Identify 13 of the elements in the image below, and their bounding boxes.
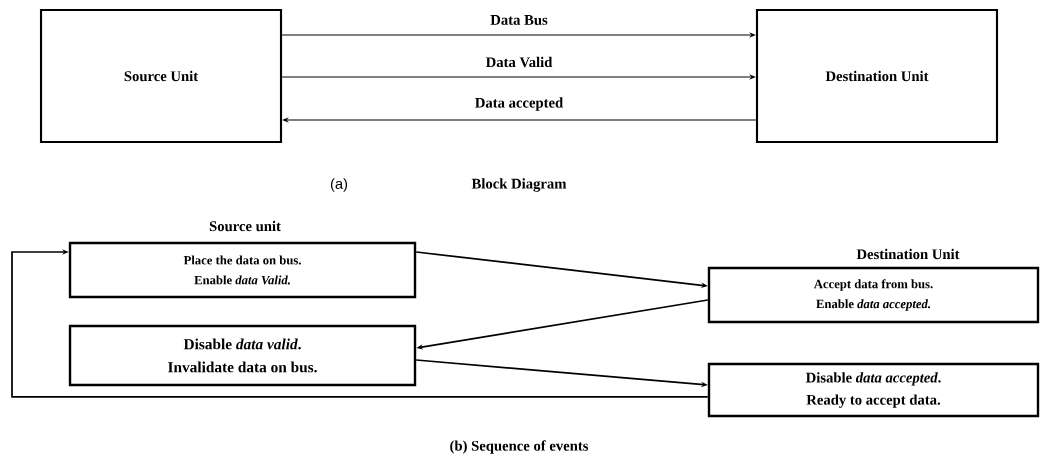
- process-box: Disable data accepted. Ready to accept data.: [707, 362, 1040, 418]
- edge-label: Data accepted: [473, 96, 565, 112]
- process-box: Place the data on bus. Enable data Valid.: [68, 241, 417, 299]
- label: (a): [330, 178, 348, 192]
- process-box: Accept data from bus. Enable data accepted.: [707, 266, 1040, 324]
- edge-label: Data Valid: [484, 55, 554, 69]
- arrow: [11, 249, 709, 398]
- caption-text: (b) Sequence of events: [450, 440, 589, 454]
- caption-text: Block Diagram: [471, 178, 567, 192]
- process-box: Source Unit: [39, 8, 283, 144]
- process-box: Disable data valid. Invalidate data on bus.: [68, 324, 417, 387]
- edge-label: Data Bus: [488, 13, 550, 27]
- process-box: Destination Unit: [755, 8, 999, 144]
